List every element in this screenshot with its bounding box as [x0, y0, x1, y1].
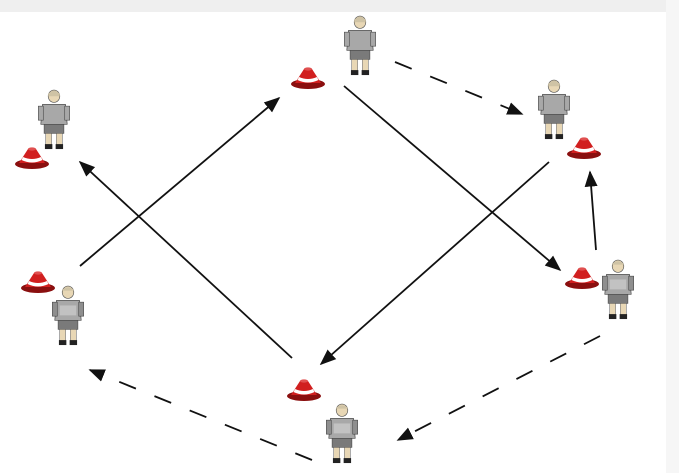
- cone-bottom: [287, 379, 321, 401]
- cones: [15, 67, 601, 401]
- pass-top-to-rightmid: [344, 86, 560, 270]
- cone-right-mid: [565, 267, 599, 289]
- player-bottom: [326, 404, 357, 463]
- cone-left-top: [15, 147, 49, 169]
- player-right-mid: [602, 260, 633, 319]
- passes: [80, 86, 596, 364]
- runs: [90, 62, 600, 460]
- player-right-top: [538, 80, 569, 139]
- pass-bottom-to-lefttop: [80, 162, 292, 358]
- cone-top: [291, 67, 325, 89]
- run-top-to-righttop: [395, 62, 522, 114]
- player-left-mid: [52, 286, 83, 345]
- cone-left-mid: [21, 271, 55, 293]
- run-rightbottom-to-bottom: [398, 336, 600, 440]
- players: [38, 16, 633, 463]
- pass-left-to-top: [80, 98, 279, 266]
- cone-right-top: [567, 137, 601, 159]
- run-bottom-to-leftmid: [90, 370, 312, 460]
- player-left-top: [38, 90, 69, 149]
- player-top: [344, 16, 375, 75]
- pass-rightmid-to-righttop: [590, 172, 596, 250]
- pass-righttop-to-bottom: [321, 162, 549, 364]
